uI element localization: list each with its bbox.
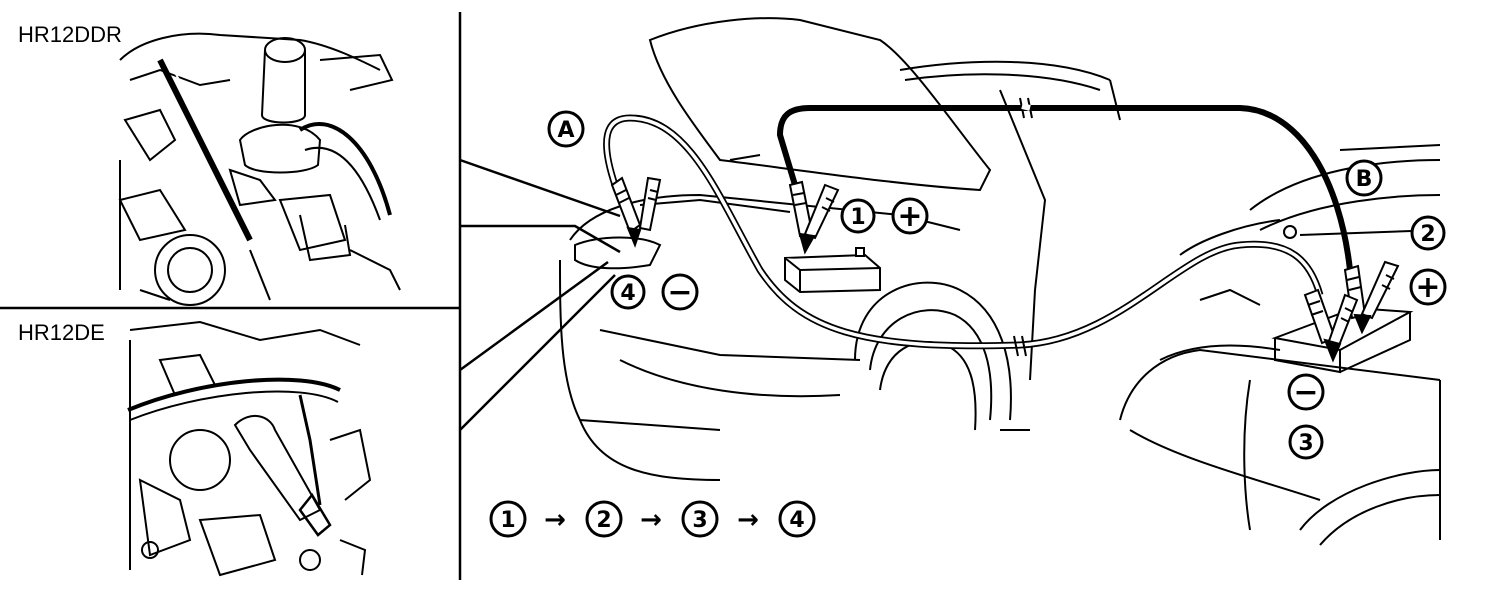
sequence-step-3: 3 [681,500,719,538]
callout-b: B [1345,159,1383,197]
step-2-label: 2 [1420,222,1435,247]
sequence-step-3-label: 3 [692,508,707,533]
sequence-arrow-1: → [544,505,566,535]
step-3-marker: − 3 [1287,373,1325,460]
sequence-arrow-3: → [737,505,759,535]
clamp-b-booster-positive [1343,260,1400,335]
callout-a-label: A [557,118,574,143]
sequence-step-4-label: 4 [789,508,804,533]
clamp-b-dead-positive [788,180,840,255]
engine-label-hr12ddr: HR12DDR [18,22,122,47]
engine-detail-hr12de [127,320,372,577]
plus-sign-1: + [897,199,922,234]
dead-battery [784,247,881,294]
step-1-marker: 1 + [840,197,929,235]
step-4-label: 4 [620,281,635,306]
sequence-step-1-label: 1 [500,508,515,533]
clamp-a-booster-negative [1303,288,1359,363]
sequence-step-4: 4 [778,500,816,538]
right-vehicle [1119,144,1441,546]
step-2-marker: 2 + [1409,215,1447,306]
jumper-cable-a [603,114,1324,357]
engine-label-hr12de: HR12DE [18,320,105,345]
sequence-arrow-2: → [640,505,662,535]
minus-sign-3: − [1293,375,1318,410]
step-4-marker: 4 − [610,273,699,311]
panel-dividers [0,12,621,580]
callout-a: A [547,110,585,148]
connection-sequence: 1 → 2 → 3 → 4 [489,500,816,538]
minus-sign-4: − [667,275,692,310]
step-3-label: 3 [1298,431,1313,456]
clamp-a-ground [610,176,662,248]
plus-sign-2: + [1415,270,1440,305]
sequence-step-2: 2 [585,500,623,538]
sequence-step-2-label: 2 [596,508,611,533]
callout-b-label: B [1356,167,1373,192]
jumper-cable-b [776,97,1353,271]
sequence-step-1: 1 [489,500,527,538]
step-1-label: 1 [850,205,865,230]
engine-detail-hr12ddr [118,32,401,306]
left-vehicle [559,17,1121,481]
